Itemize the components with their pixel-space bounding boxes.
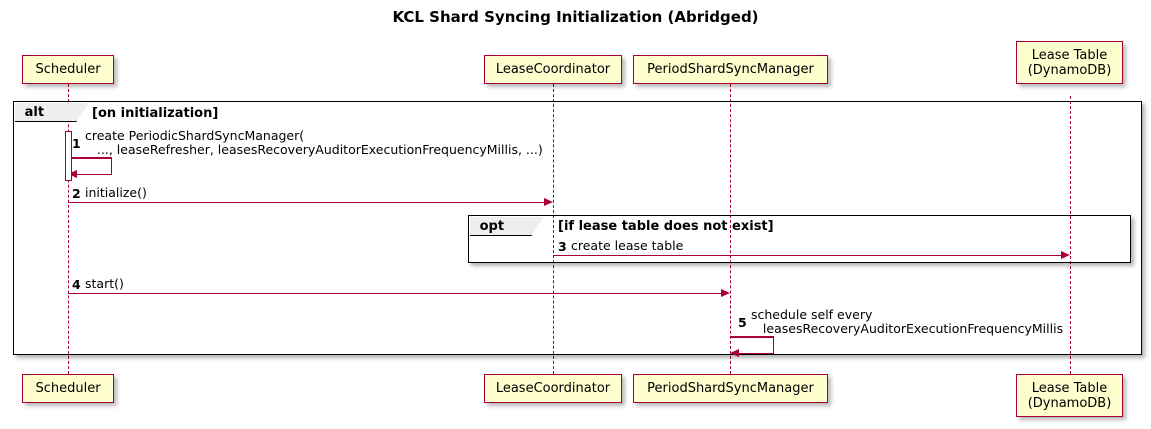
message-2-label: initialize()	[85, 185, 147, 200]
message-5-number: 5	[738, 315, 747, 330]
message-3-label: create lease table	[571, 238, 684, 253]
message-4-arrowhead	[721, 288, 730, 297]
message-5-label: schedule self every leasesRecoveryAudito…	[751, 307, 1064, 336]
message-4-number: 4	[72, 277, 81, 292]
message-4-line	[68, 293, 721, 294]
lifeline-lease-table	[1070, 96, 1071, 374]
participant-period-shard-sync-manager-bottom[interactable]: PeriodShardSyncManager	[633, 374, 828, 403]
activation-scheduler-1	[64, 131, 72, 181]
fragment-opt-operator: opt	[469, 216, 544, 236]
message-1-self-loop-right	[110, 157, 112, 175]
fragment-opt-guard: [if lease table does not exist]	[558, 219, 774, 234]
fragment-alt	[13, 101, 1142, 355]
message-1-number: 1	[72, 136, 81, 151]
message-2-number: 2	[72, 186, 81, 201]
message-2-line	[68, 202, 544, 203]
fragment-opt	[468, 215, 1131, 263]
message-1-self-loop-top	[68, 157, 112, 159]
message-3-arrowhead	[1061, 250, 1070, 259]
message-2-arrowhead	[544, 197, 553, 206]
message-3-line	[553, 255, 1061, 256]
participant-scheduler-bottom[interactable]: Scheduler	[22, 374, 114, 403]
lifeline-scheduler	[68, 84, 69, 374]
participant-lease-table-bottom[interactable]: Lease Table (DynamoDB)	[1016, 374, 1123, 417]
lifeline-period-shard-sync-manager	[730, 84, 731, 374]
participant-lease-table-top[interactable]: Lease Table (DynamoDB)	[1016, 41, 1123, 84]
message-5-arrowhead	[730, 348, 739, 357]
participant-period-shard-sync-manager-top[interactable]: PeriodShardSyncManager	[633, 55, 828, 84]
message-5-self-loop-right	[772, 336, 774, 354]
fragment-alt-operator: alt	[14, 102, 89, 122]
message-3-number: 3	[558, 239, 567, 254]
participant-scheduler-top[interactable]: Scheduler	[22, 55, 114, 84]
message-1-self-loop-bottom	[77, 173, 112, 175]
message-5-self-loop-top	[730, 336, 774, 338]
lifeline-lease-coordinator	[553, 84, 554, 374]
participant-lease-coordinator-top[interactable]: LeaseCoordinator	[484, 55, 622, 84]
message-1-label: create PeriodicShardSyncManager( ..., le…	[85, 128, 543, 157]
message-1-arrowhead	[68, 169, 77, 178]
participant-lease-coordinator-bottom[interactable]: LeaseCoordinator	[484, 374, 622, 403]
message-5-self-loop-bottom	[739, 352, 774, 354]
message-4-label: start()	[85, 276, 124, 291]
page-title: KCL Shard Syncing Initialization (Abridg…	[392, 8, 759, 26]
fragment-alt-guard: [on initialization]	[92, 106, 219, 121]
